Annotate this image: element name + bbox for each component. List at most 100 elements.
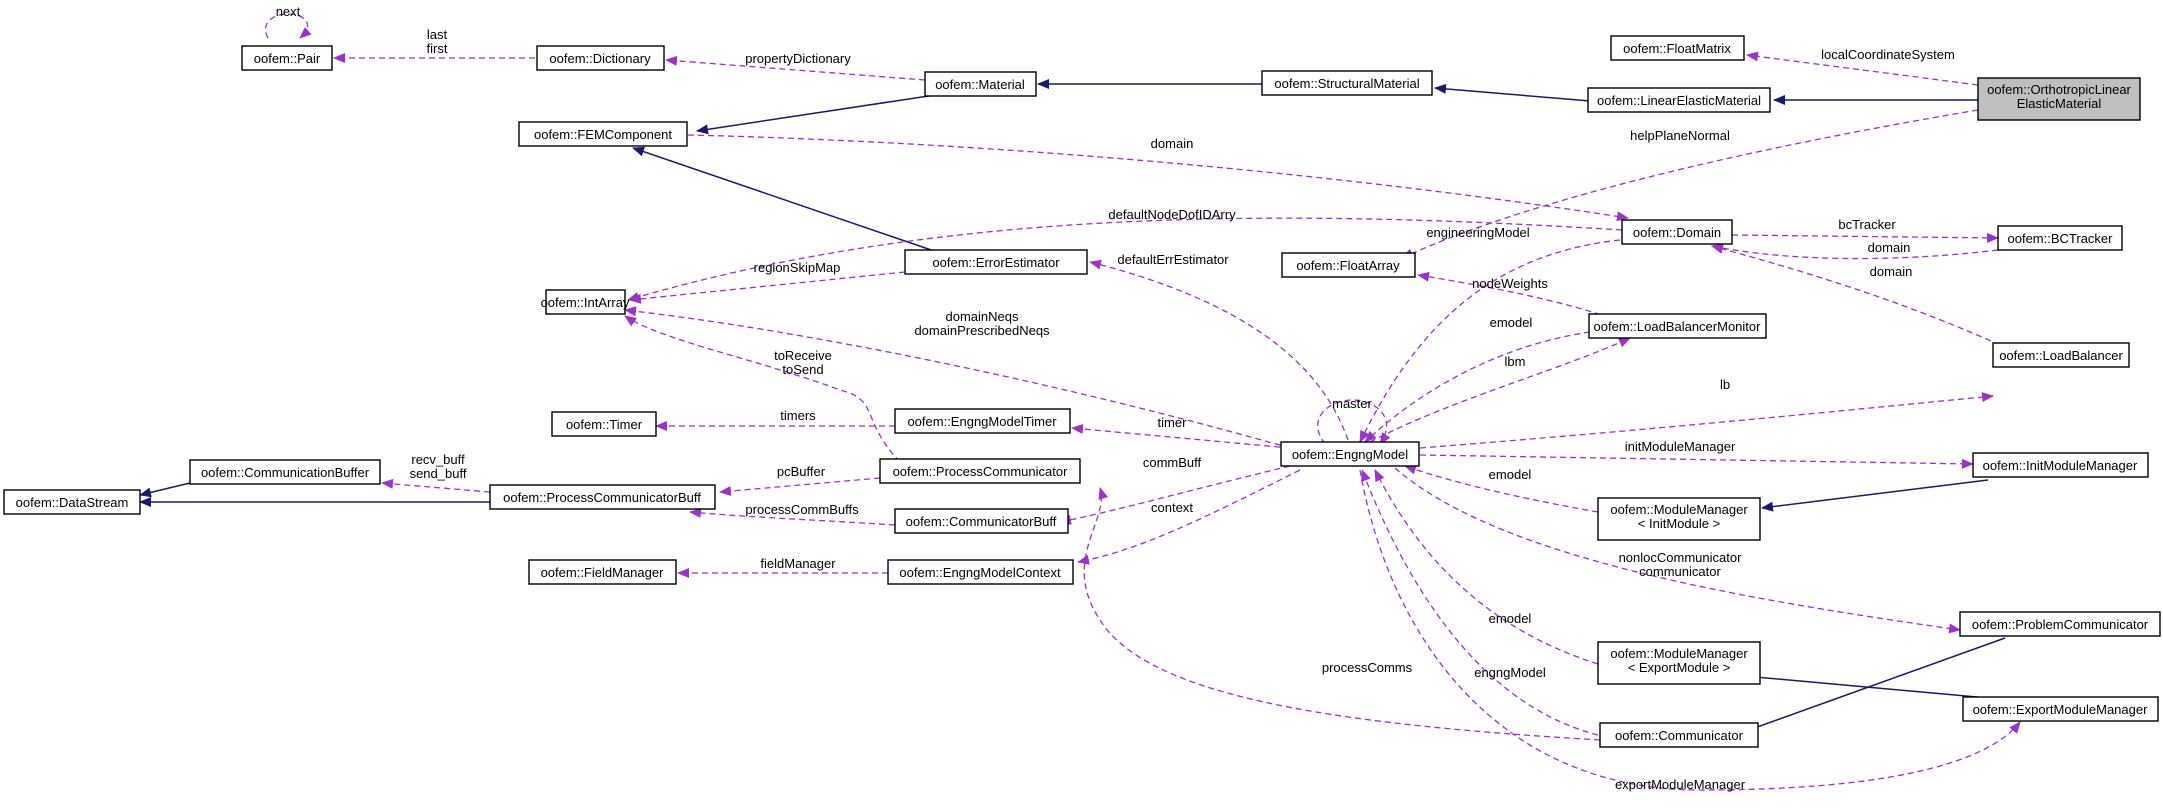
edge-label-timers: timers bbox=[780, 408, 816, 423]
edge-femcomponent-domain bbox=[687, 134, 1629, 222]
svg-text:oofem::ExportModuleManager: oofem::ExportModuleManager bbox=[1973, 702, 2149, 717]
edge-commbuffer-datastream bbox=[139, 482, 191, 498]
edge-engngmodel-communicatorbuff bbox=[1059, 465, 1291, 525]
svg-text:oofem::Pair: oofem::Pair bbox=[254, 51, 321, 66]
node-communicator[interactable]: oofem::Communicator bbox=[1599, 722, 1759, 748]
edge-processcomm-intarray bbox=[624, 315, 901, 463]
svg-text:oofem::Dictionary: oofem::Dictionary bbox=[549, 51, 651, 66]
svg-text:oofem::DataStream: oofem::DataStream bbox=[16, 495, 129, 510]
svg-text:oofem::Domain: oofem::Domain bbox=[1633, 225, 1721, 240]
edge-label-pc-buffer: pcBuffer bbox=[777, 464, 826, 479]
node-load-balancer[interactable]: oofem::LoadBalancer bbox=[1992, 342, 2130, 368]
svg-text:oofem::CommunicatorBuff: oofem::CommunicatorBuff bbox=[906, 514, 1057, 529]
edge-label-bc-tracker: bcTracker bbox=[1838, 217, 1896, 232]
edge-label-engineering-model: engineeringModel bbox=[1426, 225, 1529, 240]
edge-modulemanagerinit-engngmodel bbox=[1404, 464, 1599, 513]
edge-label-field-manager: fieldManager bbox=[760, 556, 836, 571]
node-engng-model-timer[interactable]: oofem::EngngModelTimer bbox=[894, 408, 1071, 434]
edge-label-mm-init-emodel: emodel bbox=[1489, 467, 1532, 482]
edge-engngmodel-problemcomm bbox=[1394, 467, 1961, 634]
edge-engngmodel-master bbox=[1317, 399, 1391, 445]
node-float-array[interactable]: oofem::FloatArray bbox=[1281, 252, 1416, 278]
svg-text:oofem::Communicator: oofem::Communicator bbox=[1615, 728, 1744, 743]
svg-text:oofem::EngngModel: oofem::EngngModel bbox=[1292, 447, 1408, 462]
edge-label-process-comms: processComms bbox=[1322, 660, 1413, 675]
svg-text:oofem::FieldManager: oofem::FieldManager bbox=[541, 565, 665, 580]
edge-label-lbm: lbm bbox=[1505, 354, 1526, 369]
svg-text:oofem::FEMComponent: oofem::FEMComponent bbox=[534, 127, 672, 142]
edge-engngmodel-intarray bbox=[624, 306, 1291, 449]
edge-orthotropic-floatarray bbox=[1401, 109, 1979, 259]
edge-processcomm-pcbuff bbox=[719, 477, 881, 497]
edge-label-process-comm-buffs: processCommBuffs bbox=[745, 502, 859, 517]
edge-label-next: next bbox=[276, 4, 301, 19]
edge-modulemanagerexport-engngmodel bbox=[1374, 469, 1599, 665]
svg-text:oofem::IntArray: oofem::IntArray bbox=[541, 295, 630, 310]
node-load-balancer-monitor[interactable]: oofem::LoadBalancerMonitor bbox=[1588, 313, 1767, 339]
svg-text:oofem::ProcessCommunicatorBuff: oofem::ProcessCommunicatorBuff bbox=[503, 490, 701, 505]
svg-text:oofem::ModuleManager< ExportMo: oofem::ModuleManager< ExportModule > bbox=[1610, 646, 1748, 675]
node-export-module-manager[interactable]: oofem::ExportModuleManager bbox=[1962, 696, 2159, 722]
edge-lbm-floatarray bbox=[1417, 271, 1611, 319]
node-float-matrix[interactable]: oofem::FloatMatrix bbox=[1610, 35, 1745, 61]
svg-text:oofem::CommunicationBuffer: oofem::CommunicationBuffer bbox=[201, 465, 370, 480]
svg-text:oofem::ProblemCommunicator: oofem::ProblemCommunicator bbox=[1972, 617, 2149, 632]
edge-pcbuff-commbuffer bbox=[381, 478, 491, 493]
node-init-module-manager[interactable]: oofem::InitModuleManager bbox=[1972, 452, 2149, 478]
node-communication-buffer[interactable]: oofem::CommunicationBuffer bbox=[189, 459, 381, 485]
node-engng-model[interactable]: oofem::EngngModel bbox=[1280, 441, 1420, 467]
node-fem-component[interactable]: oofem::FEMComponent bbox=[518, 121, 688, 147]
svg-text:oofem::StructuralMaterial: oofem::StructuralMaterial bbox=[1274, 76, 1419, 91]
node-error-estimator[interactable]: oofem::ErrorEstimator bbox=[904, 249, 1088, 275]
edge-label-default-node-dof: defaultNodeDofIDArry bbox=[1108, 207, 1236, 222]
node-int-array[interactable]: oofem::IntArray bbox=[541, 289, 630, 315]
edge-errorestimator-femcomponent bbox=[632, 146, 941, 254]
edge-engngmodel-errorestimator bbox=[1089, 259, 1349, 441]
svg-text:oofem::InitModuleManager: oofem::InitModuleManager bbox=[1983, 458, 2138, 473]
node-linear-elastic-material[interactable]: oofem::LinearElasticMaterial bbox=[1587, 87, 1771, 113]
edge-label-local-cs: localCoordinateSystem bbox=[1821, 47, 1955, 62]
edge-errorestimator-intarray bbox=[629, 271, 906, 304]
edge-bctracker-domain bbox=[1711, 243, 1999, 260]
edge-label-lbm-emodel: emodel bbox=[1490, 315, 1533, 330]
edge-label-node-weights: nodeWeights bbox=[1472, 276, 1548, 291]
node-dictionary[interactable]: oofem::Dictionary bbox=[536, 45, 665, 71]
node-problem-communicator[interactable]: oofem::ProblemCommunicator bbox=[1959, 611, 2161, 637]
edge-label-lb-domain: domain bbox=[1870, 264, 1913, 279]
node-communicator-buff[interactable]: oofem::CommunicatorBuff bbox=[894, 508, 1069, 534]
node-engng-model-context[interactable]: oofem::EngngModelContext bbox=[887, 559, 1074, 585]
node-domain[interactable]: oofem::Domain bbox=[1621, 219, 1733, 245]
edge-pair-next bbox=[264, 13, 312, 39]
edge-label-init-module-manager: initModuleManager bbox=[1625, 439, 1736, 454]
node-pair[interactable]: oofem::Pair bbox=[241, 45, 333, 71]
node-bc-tracker[interactable]: oofem::BCTracker bbox=[1997, 225, 2123, 251]
edge-problemcomm-communicator bbox=[1734, 637, 2006, 736]
svg-text:oofem::ProcessCommunicator: oofem::ProcessCommunicator bbox=[893, 464, 1069, 479]
edge-label-property-dictionary: propertyDictionary bbox=[745, 51, 851, 66]
node-module-manager-init[interactable]: oofem::ModuleManager< InitModule > bbox=[1597, 497, 1761, 541]
node-material[interactable]: oofem::Material bbox=[924, 71, 1037, 97]
svg-text:oofem::ErrorEstimator: oofem::ErrorEstimator bbox=[932, 255, 1060, 270]
edge-label-fem-domain: domain bbox=[1151, 136, 1194, 151]
svg-text:oofem::LoadBalancer: oofem::LoadBalancer bbox=[1999, 348, 2123, 363]
edge-orthotropic-floatmatrix bbox=[1746, 51, 1979, 86]
node-structural-material[interactable]: oofem::StructuralMaterial bbox=[1261, 70, 1433, 96]
node-data-stream[interactable]: oofem::DataStream bbox=[3, 489, 141, 515]
edge-lbm-engngmodel bbox=[1364, 331, 1591, 443]
edge-engngmodel-context bbox=[1077, 469, 1301, 565]
node-process-communicator-buff[interactable]: oofem::ProcessCommunicatorBuff bbox=[489, 484, 716, 510]
node-field-manager[interactable]: oofem::FieldManager bbox=[528, 559, 677, 585]
edge-label-lb: lb bbox=[1720, 377, 1730, 392]
edge-label-default-err-estimator: defaultErrEstimator bbox=[1117, 252, 1229, 267]
edge-label-context: context bbox=[1151, 500, 1193, 515]
svg-text:oofem::Timer: oofem::Timer bbox=[566, 417, 643, 432]
node-timer[interactable]: oofem::Timer bbox=[551, 411, 657, 437]
node-process-communicator[interactable]: oofem::ProcessCommunicator bbox=[879, 458, 1081, 484]
node-module-manager-export[interactable]: oofem::ModuleManager< ExportModule > bbox=[1597, 641, 1761, 685]
edge-communicator-engngmodel bbox=[1361, 469, 1599, 736]
